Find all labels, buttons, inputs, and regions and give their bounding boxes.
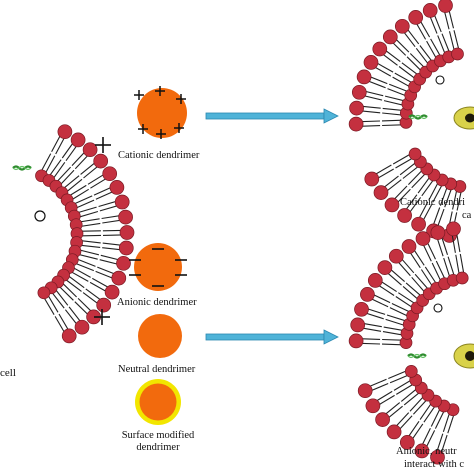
lipid-molecule	[351, 84, 384, 101]
right-bottom-cell-interior	[407, 303, 474, 369]
neutral-dendrimer-label: Neutral dendrimer	[118, 364, 196, 375]
lipid-molecule	[51, 124, 73, 155]
lipid-molecule	[101, 209, 133, 225]
lipid-molecule	[372, 41, 401, 66]
lipid-molecule	[61, 132, 86, 162]
lipid-molecule	[71, 142, 98, 170]
arrow-right-icon	[205, 108, 339, 124]
lipid-molecule	[430, 225, 449, 257]
lipid-molecule	[381, 336, 413, 349]
lipid-molecule	[422, 3, 442, 34]
lipid-molecule	[397, 194, 422, 223]
result-top-label-line2: ca	[462, 210, 472, 221]
left-cell-interior	[12, 165, 46, 222]
lipid-molecule	[415, 231, 436, 262]
plus-charge-icon	[94, 309, 110, 325]
lipid-molecule	[388, 248, 415, 277]
nucleus-icon	[453, 343, 474, 369]
lipid-molecule	[414, 428, 436, 459]
plus-charge-icon	[95, 137, 111, 153]
lipid-molecule	[438, 0, 455, 30]
lipid-molecule	[401, 239, 425, 269]
lipid-molecule	[411, 201, 433, 232]
result-bottom-label-line2: interact with c	[404, 459, 465, 470]
nucleus-icon	[453, 106, 474, 130]
lipid-molecule	[388, 365, 418, 384]
lipid-molecule	[102, 225, 135, 240]
lipid-molecule	[365, 390, 395, 414]
lipid-molecule	[80, 153, 109, 179]
lipid-molecule	[382, 29, 410, 56]
lipid-molecule	[54, 313, 77, 344]
lipid-molecule	[349, 100, 381, 116]
lipid-molecule	[89, 277, 120, 300]
lipid-molecule	[93, 180, 125, 200]
lipid-molecule	[357, 378, 389, 399]
lipid-molecule	[375, 402, 403, 427]
anionic-dendrimer-label: Anionic dendrimer	[117, 297, 197, 308]
lipid-molecule	[64, 306, 90, 335]
lipid-molecule	[377, 260, 405, 286]
lipid-molecule	[384, 185, 411, 213]
lipid-molecule	[408, 10, 431, 40]
lipid-molecule	[386, 412, 413, 440]
lipid-molecule	[354, 301, 386, 320]
lipid-molecule	[394, 18, 420, 48]
arrow-right-icon	[205, 329, 339, 345]
lipid-molecule	[348, 116, 381, 132]
lipid-molecule	[373, 175, 402, 200]
vesicle-icon	[34, 210, 46, 222]
lipid-molecule	[364, 164, 394, 187]
lipid-molecule	[356, 69, 388, 89]
anionic-dendrimer	[129, 243, 187, 291]
vesicle-icon	[433, 303, 443, 313]
vesicle-icon	[435, 75, 445, 85]
lipid-membranes	[35, 0, 469, 465]
lipid-molecule	[87, 166, 118, 189]
lipid-molecule	[448, 30, 464, 61]
surface-modified-dendrimer-label: Surface modified dendrimer	[108, 430, 208, 454]
lipid-molecule	[360, 287, 391, 308]
lipid-molecule	[350, 317, 382, 333]
cell-label: cell	[0, 367, 16, 379]
dna-strand-icon	[12, 165, 32, 171]
lipid-molecule	[70, 227, 102, 240]
right-top-cell-interior	[408, 75, 474, 130]
lipid-molecule	[60, 184, 89, 207]
cationic-dendrimer	[134, 86, 187, 139]
dna-strand-icon	[408, 114, 428, 120]
cationic-dendrimer-label: Cationic dendrimer	[118, 150, 200, 161]
neutral-dendrimer	[138, 314, 182, 358]
surface-modified-line2: dendrimer	[136, 442, 180, 453]
lipid-molecule	[363, 55, 394, 77]
lipid-molecule	[446, 221, 461, 253]
surface-modified-dendrimer	[135, 379, 181, 425]
lipid-molecule	[399, 420, 424, 450]
lipid-molecule	[37, 286, 59, 315]
lipid-molecule	[367, 273, 397, 296]
dna-strand-icon	[407, 353, 427, 359]
lipid-molecule	[95, 266, 127, 286]
lipid-molecule	[82, 288, 112, 313]
lipid-molecule	[98, 194, 130, 212]
lipid-molecule	[392, 147, 422, 169]
lipid-molecule	[102, 240, 134, 256]
result-bottom-label-line1: Anionic, neutr	[396, 446, 457, 457]
lipid-molecule	[99, 254, 131, 271]
surface-modified-line1: Surface modified	[121, 430, 195, 441]
lipid-molecule	[348, 333, 381, 349]
result-top-label-line1: Cationic dendri	[400, 197, 466, 208]
lipid-molecule	[455, 253, 469, 285]
lipid-molecule	[430, 433, 448, 465]
